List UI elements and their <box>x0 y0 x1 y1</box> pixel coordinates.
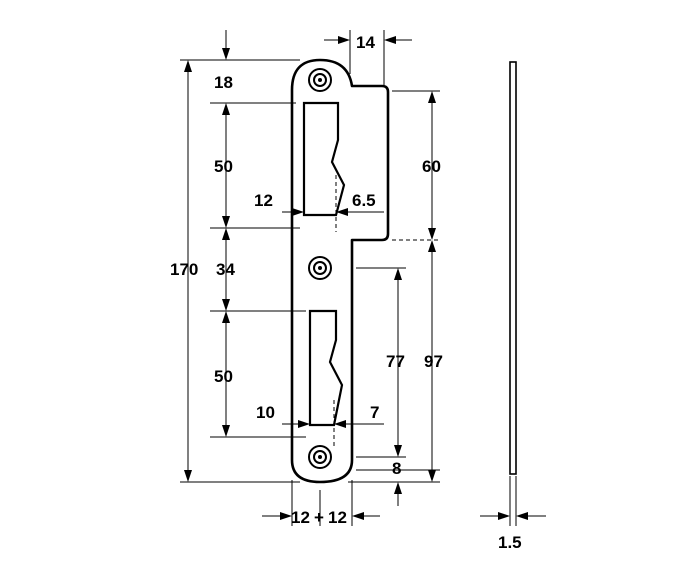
dimension-lines <box>184 30 546 520</box>
extension-lines <box>180 30 517 526</box>
dim-12-left: 12 <box>291 508 310 527</box>
dim-plus: + <box>314 508 324 527</box>
dim-50-upper: 50 <box>214 157 233 176</box>
dim-10: 10 <box>256 403 275 422</box>
side-profile <box>509 61 517 475</box>
dim-6-5: 6.5 <box>352 191 376 210</box>
dim-60: 60 <box>422 157 441 176</box>
dim-7: 7 <box>370 403 379 422</box>
top-screw-hole <box>308 68 332 92</box>
middle-screw-hole <box>308 256 332 280</box>
dim-12-right: 12 <box>328 508 347 527</box>
dim-12-upper-slot: 12 <box>254 191 273 210</box>
dim-77: 77 <box>386 352 405 371</box>
dim-97: 97 <box>424 352 443 371</box>
dim-8: 8 <box>392 459 401 478</box>
upper-strike-slot <box>302 101 346 217</box>
dim-34: 34 <box>216 260 235 279</box>
dim-170: 170 <box>170 260 198 279</box>
dim-1-5: 1.5 <box>498 533 522 552</box>
dim-14: 14 <box>356 33 375 52</box>
dim-18: 18 <box>214 73 233 92</box>
lower-strike-slot <box>308 309 344 427</box>
dim-50-lower: 50 <box>214 367 233 386</box>
bottom-screw-hole <box>308 445 332 469</box>
